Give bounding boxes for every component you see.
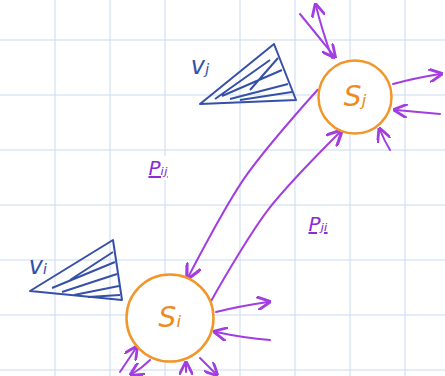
value-pile	[200, 44, 296, 104]
value-label: vᵢ	[27, 252, 50, 280]
transition-arrow	[188, 90, 317, 277]
transition-arrow	[211, 132, 340, 300]
state-name: Sⱼ	[344, 82, 367, 113]
value-label: vⱼ	[189, 52, 211, 80]
circle-shape	[319, 61, 392, 134]
flow-arrow	[120, 6, 440, 374]
circle-shape	[127, 275, 214, 362]
state-circle: Sⱼ	[317, 59, 393, 135]
transition-probability: Pᵢⱼ	[146, 156, 169, 180]
transition-probability: Pⱼᵢ	[306, 212, 329, 236]
state-name: Sᵢ	[159, 303, 182, 334]
state-circle: Sᵢ	[125, 273, 215, 363]
